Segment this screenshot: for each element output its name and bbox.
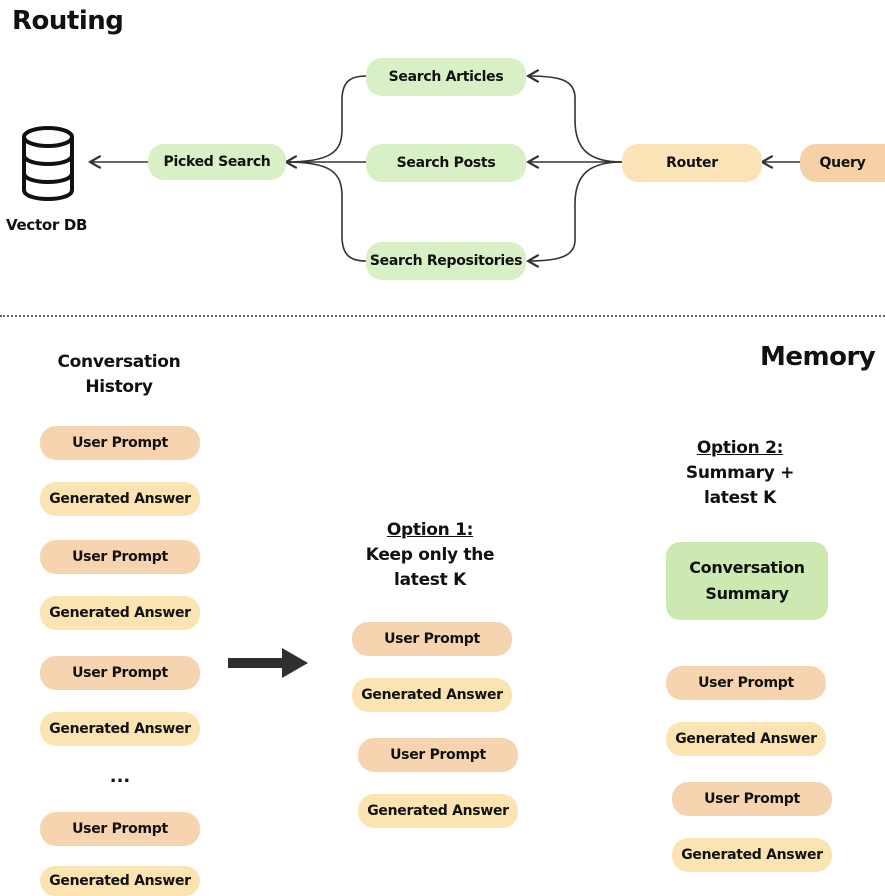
arrow-router-articles: [528, 76, 623, 163]
option1-line1: Keep only the: [365, 545, 495, 565]
summary-line1: Conversation: [689, 558, 805, 577]
option1-item: Generated Answer: [352, 678, 512, 712]
option1-line2: latest K: [394, 570, 466, 590]
option2-item: User Prompt: [666, 666, 826, 700]
search-repositories-node: Search Repositories: [366, 242, 526, 280]
history-item: User Prompt: [40, 540, 200, 574]
option2-heading: Option 2: Summary + latest K: [650, 436, 830, 511]
history-item: Generated Answer: [40, 866, 200, 896]
option1-item: User Prompt: [352, 622, 512, 656]
database-icon: [22, 126, 74, 201]
history-item: Generated Answer: [40, 596, 200, 630]
option1-heading: Option 1: Keep only the latest K: [340, 518, 520, 593]
history-item: Generated Answer: [40, 712, 200, 746]
option2-item: Generated Answer: [672, 838, 832, 872]
picked-search-node: Picked Search: [148, 144, 286, 180]
option2-item: User Prompt: [672, 782, 832, 816]
history-item: User Prompt: [40, 656, 200, 690]
section-divider: [0, 315, 885, 317]
option2-line2: latest K: [704, 488, 776, 508]
search-posts-node: Search Posts: [366, 144, 526, 182]
query-node: Query: [800, 144, 885, 182]
history-ellipsis: ...: [109, 766, 131, 787]
routing-title: Routing: [12, 6, 124, 36]
history-item: User Prompt: [40, 426, 200, 460]
arrow-articles-picked: [285, 75, 367, 163]
big-arrow-icon: [228, 648, 308, 678]
router-node: Router: [622, 144, 762, 182]
summary-line2: Summary: [705, 584, 789, 603]
conversation-summary-node: Conversation Summary: [666, 542, 828, 620]
search-articles-node: Search Articles: [366, 58, 526, 96]
history-title: Conversation History: [30, 350, 208, 400]
arrow-repos-picked: [285, 161, 367, 262]
arrow-router-repos: [528, 161, 623, 261]
option1-item: User Prompt: [358, 738, 518, 772]
vector-db-label: Vector DB: [6, 216, 88, 234]
history-title-line2: History: [85, 377, 153, 397]
history-title-line1: Conversation: [57, 352, 181, 372]
memory-title: Memory: [760, 342, 876, 372]
option2-line1: Summary +: [685, 463, 795, 483]
history-item: Generated Answer: [40, 482, 200, 516]
history-item: User Prompt: [40, 812, 200, 846]
option2-title: Option 2:: [696, 438, 784, 458]
option2-item: Generated Answer: [666, 722, 826, 756]
option1-item: Generated Answer: [358, 794, 518, 828]
option1-title: Option 1:: [386, 520, 474, 540]
